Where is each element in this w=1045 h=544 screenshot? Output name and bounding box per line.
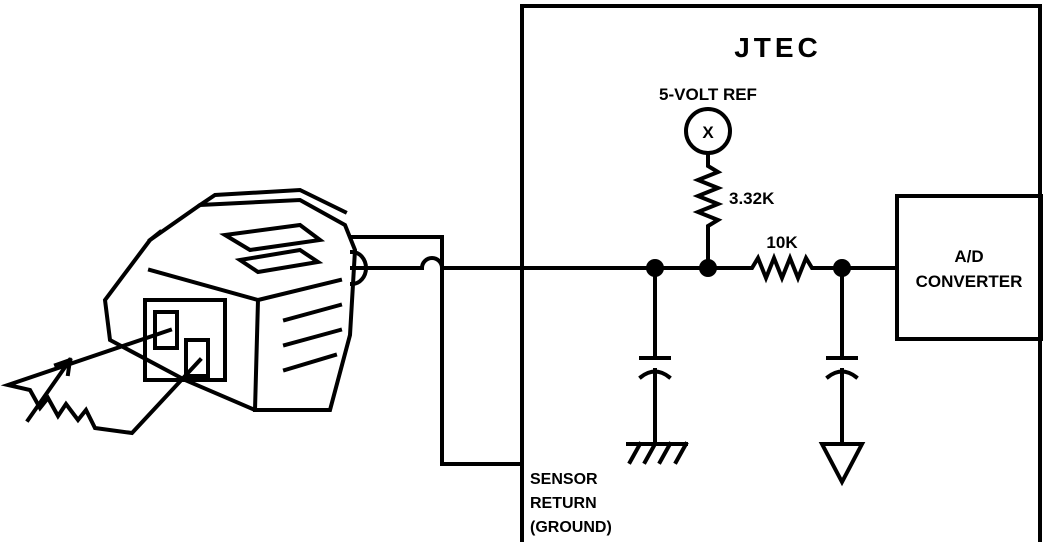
series-resistor-value: 10K (766, 233, 798, 252)
pullup-resistor-value: 3.32K (729, 189, 775, 208)
ad-converter-box (895, 194, 1043, 341)
sensor-return-wire (350, 235, 524, 466)
signal-ground-symbol (818, 442, 866, 487)
pullup-resistor-3-32k (692, 151, 724, 270)
reference-node-symbol: X (702, 123, 714, 142)
signal-wire (350, 256, 657, 270)
chassis-ground-symbol (626, 441, 689, 465)
thermistor-lead (0, 327, 203, 436)
ground-label-line2: RETURN (530, 495, 597, 512)
junction-dot-right (833, 259, 851, 277)
ground-label-line3: (GROUND) (530, 519, 612, 536)
reference-label: 5-VOLT REF (659, 85, 757, 104)
series-resistor-10k (706, 252, 899, 284)
sensor-connector-drawing (102, 187, 368, 413)
junction-dot-pullup (699, 259, 717, 277)
module-title: JTEC (734, 32, 822, 63)
converter-label-line1: A/D (954, 247, 983, 266)
thermistor-variable-arrow (25, 357, 73, 423)
ground-label-line1: SENSOR (530, 471, 598, 488)
junction-dot-left (646, 259, 664, 277)
converter-label-line2: CONVERTER (916, 272, 1023, 291)
